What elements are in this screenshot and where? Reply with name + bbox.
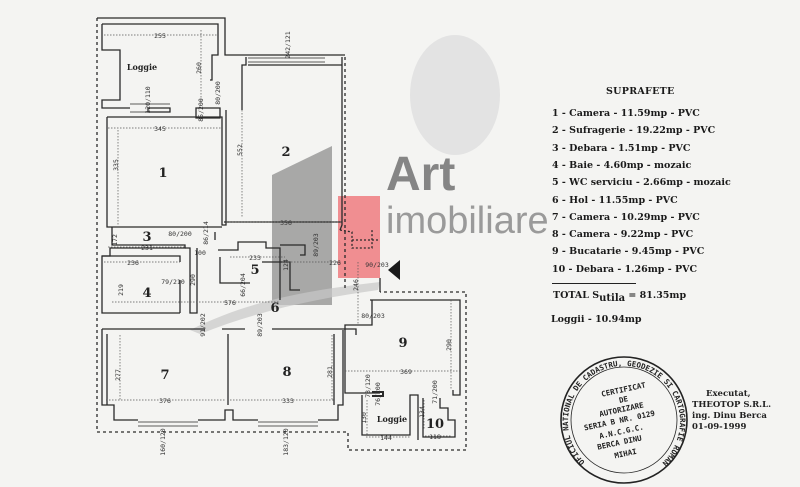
- watermark-gray-shape: [272, 146, 332, 305]
- watermark-blob: [410, 35, 500, 155]
- room-label: 6: [270, 301, 279, 316]
- legend-row: 7 - Camera - 10.29mp - PVC: [552, 211, 700, 223]
- total-value: = 81.35mp: [625, 290, 687, 301]
- legend-row: 4 - Baie - 4.60mp - mozaic: [552, 159, 692, 171]
- room-label: 4: [142, 286, 151, 301]
- dimension-label: 281: [326, 366, 334, 378]
- dimension-label: 231: [141, 244, 153, 252]
- dimension-label: 144: [380, 434, 392, 442]
- dimension-label: 66/204: [239, 273, 247, 297]
- stamp-text: MIHAI: [614, 447, 638, 460]
- executed-line: 01-09-1999: [692, 422, 747, 432]
- dimension-label: 333: [282, 397, 294, 405]
- dimension-label: 369: [400, 368, 412, 376]
- walls: [96, 17, 467, 451]
- dimension-label: 290: [445, 339, 453, 351]
- dimension-label: 277: [114, 369, 122, 381]
- room-label: 1: [158, 166, 167, 181]
- dimension-label: 100: [194, 249, 206, 257]
- dimension-label: 219: [117, 284, 125, 296]
- watermark-pointer-icon: [388, 260, 400, 280]
- room-label: 5: [250, 263, 259, 278]
- dimension-label: 134: [418, 406, 426, 418]
- legend-title: SUPRAFETE: [606, 86, 675, 97]
- dimension-label: 183/120: [282, 428, 290, 455]
- dimension-label: 356: [280, 219, 292, 227]
- legend-row: 2 - Sufragerie - 19.22mp - PVC: [552, 125, 716, 137]
- dimension-label: 576: [224, 299, 236, 307]
- dimension-label: 80/200: [214, 81, 222, 105]
- executed-by: Executat, THEOTOP S.R.L. ing. Dinu Berca…: [692, 389, 771, 433]
- executed-line: THEOTOP S.R.L.: [692, 400, 772, 410]
- dimension-label: 73/120: [364, 374, 372, 398]
- dimension-label: 124: [282, 259, 290, 271]
- dimension-label: 233: [249, 254, 261, 262]
- dimension-label: 552: [236, 144, 244, 156]
- dimension-label: 246: [352, 279, 360, 291]
- dimension-label: 89/203: [312, 233, 320, 257]
- total-subscript: utila: [599, 292, 626, 304]
- dimension-label: 85/200: [197, 98, 205, 122]
- official-stamp: [560, 356, 688, 484]
- total-prefix: TOTAL S: [553, 290, 600, 301]
- total-area: TOTAL Sutila = 81.35mp: [553, 290, 686, 304]
- dimension-label: 91/202: [199, 313, 207, 337]
- legend-row: 8 - Camera - 9.22mp - PVC: [552, 229, 694, 241]
- dimension-label: 80/203: [361, 312, 385, 320]
- loggia-area: Loggii - 10.94mp: [551, 314, 642, 325]
- dimension-label: 290: [189, 274, 197, 286]
- room-label: 2: [281, 145, 290, 160]
- executed-line: Executat,: [706, 389, 751, 399]
- room-label: Loggie: [377, 414, 407, 424]
- dimension-label: 89/203: [256, 313, 264, 337]
- legend-row: 5 - WC serviciu - 2.66mp - mozaic: [552, 177, 731, 189]
- room-label: 9: [398, 336, 407, 351]
- dimension-label: 86/214: [202, 221, 210, 245]
- watermark-brand: Art: [386, 148, 456, 201]
- dimension-lines: [104, 30, 460, 438]
- dimension-label: 130: [360, 412, 368, 424]
- room-label: 8: [282, 365, 291, 380]
- dimension-label: 160/120: [159, 428, 167, 455]
- legend-row: 1 - Camera - 11.59mp - PVC: [552, 108, 700, 119]
- legend-row: 3 - Debara - 1.51mp - PVC: [552, 142, 691, 154]
- dimension-label: 260: [195, 62, 203, 74]
- room-label: 7: [160, 368, 169, 383]
- watermark-rest: imobiliare: [386, 200, 549, 242]
- dimension-label: 242/121: [284, 31, 292, 58]
- room-label: 10: [426, 417, 444, 432]
- dimension-label: 226: [329, 259, 341, 267]
- dimension-label: 376: [159, 397, 171, 405]
- legend-row: 10 - Debara - 1.26mp - PVC: [552, 263, 698, 275]
- dimension-label: 71/200: [431, 380, 439, 404]
- dimension-label: 118: [429, 433, 441, 441]
- watermark-swoosh: [190, 282, 380, 334]
- dimension-label: 255: [154, 32, 166, 40]
- divider: [552, 283, 636, 284]
- legend-row: 9 - Bucatarie - 9.45mp - PVC: [552, 246, 705, 258]
- executed-line: ing. Dinu Berca: [692, 411, 767, 421]
- dimension-label: 345: [154, 125, 166, 133]
- dimension-label: 172: [111, 234, 119, 246]
- room-label: Loggie: [127, 62, 157, 72]
- dimension-label: 90/203: [365, 261, 389, 269]
- room-label: 3: [142, 230, 151, 245]
- dimension-label: 120/110: [144, 86, 152, 113]
- dimension-label: 335: [112, 159, 120, 171]
- dimension-label: 236: [127, 259, 139, 267]
- dimension-label: 79/210: [161, 278, 185, 286]
- legend-row: 6 - Hol - 11.55mp - PVC: [552, 194, 678, 206]
- dimension-label: 76/200: [374, 382, 382, 406]
- dimension-label: 80/200: [168, 230, 192, 238]
- stamp-text: DE: [618, 394, 629, 405]
